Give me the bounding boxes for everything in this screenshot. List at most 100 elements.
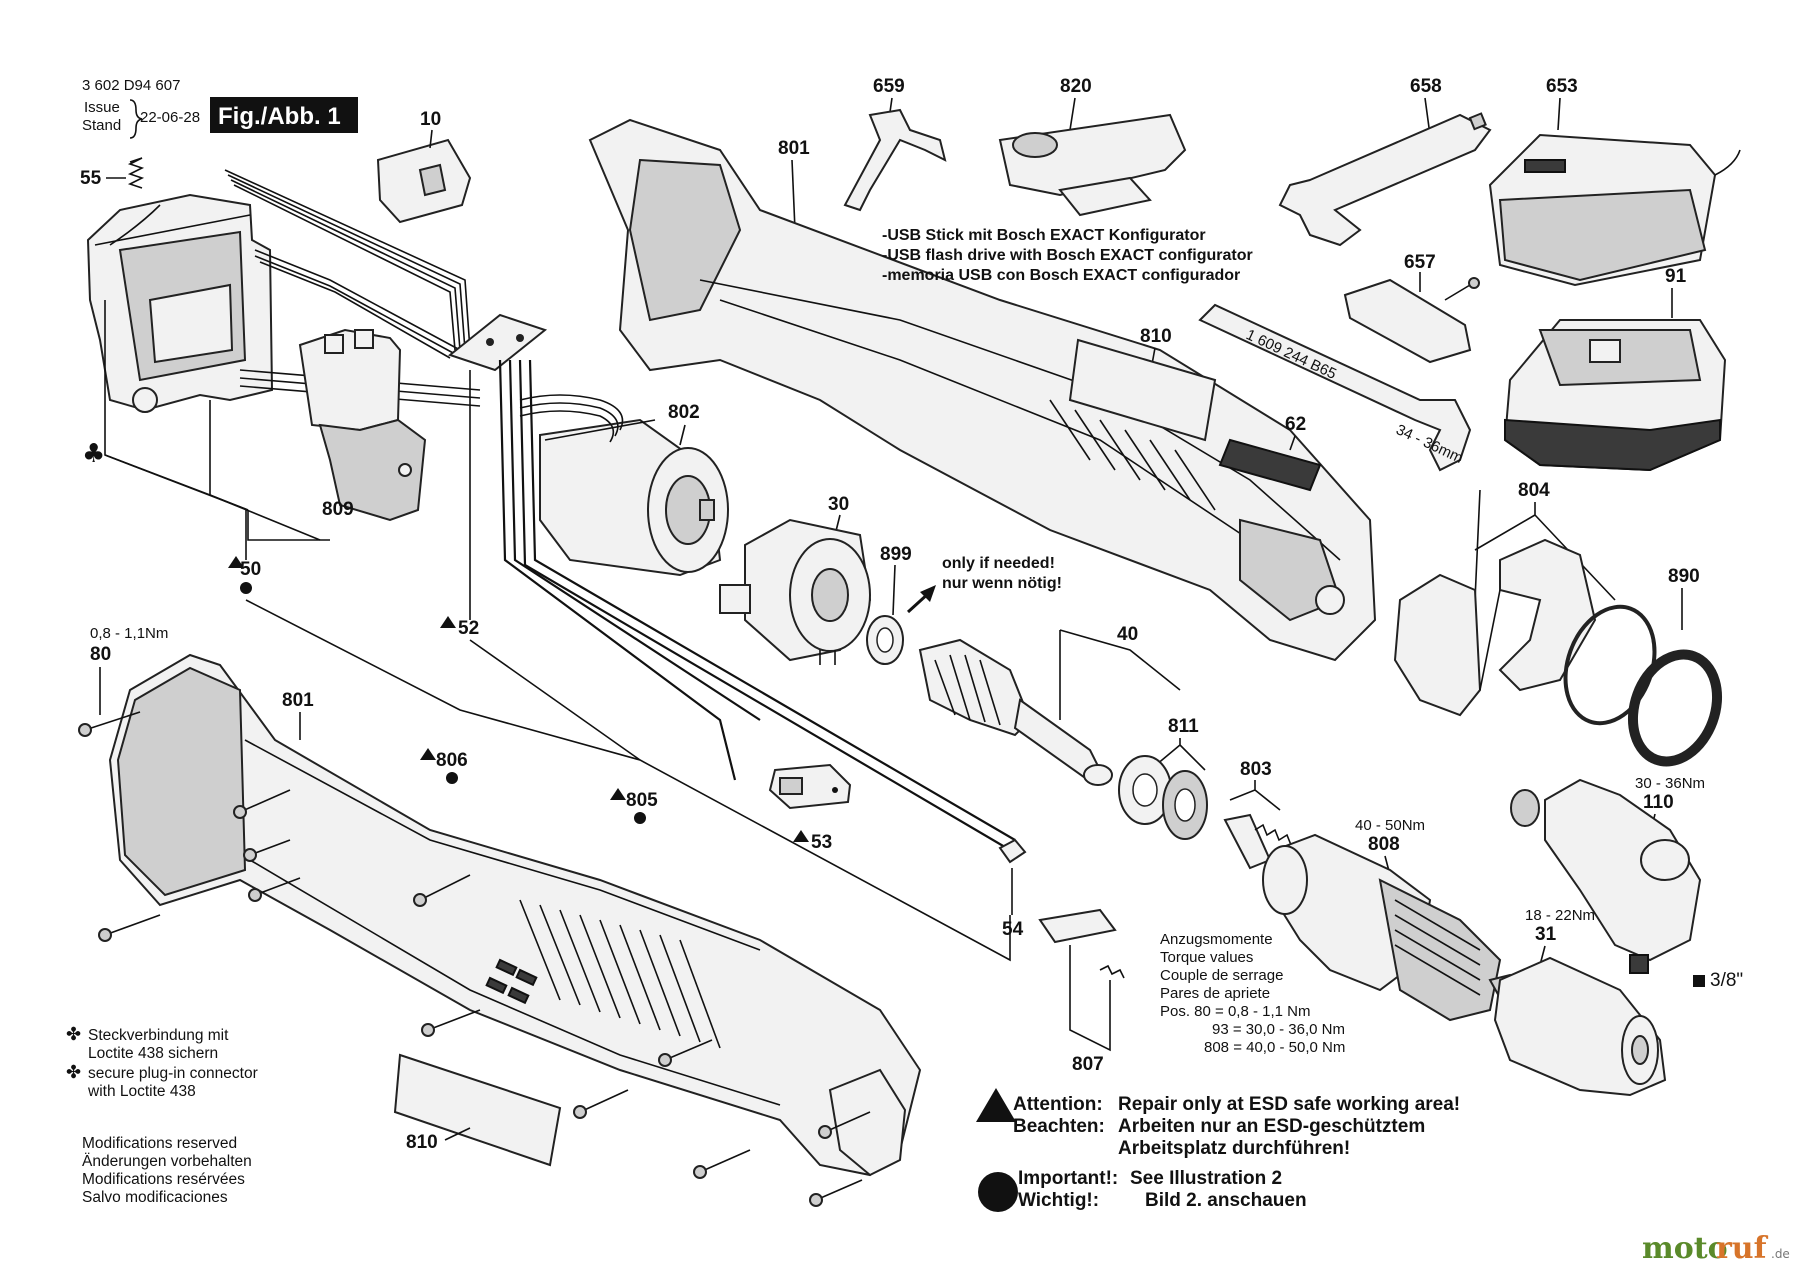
- part-label-55: 55: [80, 168, 102, 189]
- connector-board: [447, 313, 548, 372]
- modifications-en: Modifications reserved: [82, 1135, 237, 1152]
- sensor-wires: [498, 359, 1016, 851]
- part-62: [1218, 438, 1322, 492]
- motor-wires: [519, 394, 624, 443]
- angle-head-110: [1510, 778, 1702, 974]
- part-label-657: 657: [1404, 252, 1436, 273]
- triangle-806: [420, 748, 436, 760]
- part-label-809: 809: [322, 499, 354, 520]
- plug-54: [998, 838, 1027, 864]
- gear-30: [719, 518, 872, 665]
- attention-label: Attention:: [1013, 1094, 1103, 1115]
- part-label-811: 811: [1168, 716, 1199, 737]
- modifications-es: Salvo modificaciones: [82, 1189, 228, 1206]
- loctite-en-1: secure plug-in connector: [88, 1065, 258, 1082]
- ring-890: [1627, 649, 1723, 767]
- battery-91: [1503, 319, 1727, 472]
- club-note-icon-1: ✤: [66, 1024, 81, 1045]
- only-if-needed-line2: nur wenn nötig!: [942, 575, 1062, 592]
- square-drive-size: 3/8": [1710, 970, 1743, 991]
- key-657: [1343, 277, 1480, 364]
- screws: [78, 711, 871, 1207]
- part-label-804: 804: [1518, 480, 1550, 501]
- spanner-b65: [1198, 303, 1472, 472]
- modifications-fr: Modifications resérvées: [82, 1171, 245, 1188]
- usb-note-line2: -USB flash drive with Bosch EXACT config…: [882, 247, 1253, 264]
- part-label-890: 890: [1668, 566, 1700, 587]
- only-if-needed-line1: only if needed!: [942, 555, 1055, 572]
- issue-brace: [129, 99, 143, 139]
- usb-note-line1: -USB Stick mit Bosch EXACT Konfigurator: [882, 227, 1206, 244]
- part-label-658: 658: [1410, 76, 1442, 97]
- triangle-53: [793, 830, 809, 842]
- modifications-de: Änderungen vorbehalten: [82, 1153, 252, 1170]
- fig-label: Fig./Abb. 1: [218, 103, 341, 130]
- torque-table-row1: Pos. 80 = 0,8 - 1,1 Nm: [1160, 1003, 1311, 1020]
- part-31: [1493, 956, 1667, 1097]
- part-label-80: 80: [90, 644, 111, 665]
- beachten-text-1: Arbeiten nur an ESD-geschütztem: [1118, 1116, 1425, 1137]
- motor-802: [539, 418, 729, 577]
- label-810-bottom: [393, 1053, 562, 1167]
- part-label-54: 54: [1002, 919, 1024, 940]
- logo-part1: moto: [1642, 1231, 1728, 1266]
- part-label-53: 53: [811, 832, 832, 853]
- important-text: See Illustration 2: [1130, 1168, 1282, 1189]
- part-label-808: 808: [1368, 834, 1400, 855]
- clutch-808: [1262, 833, 1522, 1022]
- wichtig-text: Bild 2. anschauen: [1145, 1190, 1307, 1211]
- triangle-805: [610, 788, 626, 800]
- charger-653: [1488, 133, 1741, 287]
- loctite-de-1: Steckverbindung mit: [88, 1027, 229, 1044]
- part-label-10: 10: [420, 109, 441, 130]
- issue-label: Issue: [84, 99, 120, 116]
- part-10: [376, 138, 472, 224]
- dot-50: [240, 582, 252, 594]
- loctite-de-2: Loctite 438 sichern: [88, 1045, 218, 1062]
- spanner-part-number: 1 609 244 B65: [1243, 326, 1339, 383]
- logo-part2: ruf: [1716, 1231, 1769, 1266]
- warning-triangle-icon: [976, 1088, 1016, 1122]
- part-label-91: 91: [1665, 266, 1687, 287]
- triangle-50: [228, 556, 244, 568]
- spring-55: [127, 157, 145, 189]
- part-label-30: 30: [828, 494, 849, 515]
- label-810-top: [1068, 338, 1217, 442]
- torque-table-line4: Pares de apriete: [1160, 985, 1270, 1002]
- assembled-tool-801: [108, 653, 922, 1177]
- part-label-810b: 810: [406, 1132, 438, 1153]
- part-label-820: 820: [1060, 76, 1092, 97]
- part-label-62: 62: [1285, 414, 1306, 435]
- club-note-icon-2: ✤: [66, 1062, 81, 1083]
- part-label-805: 805: [626, 790, 658, 811]
- important-label: Important!:: [1018, 1168, 1118, 1189]
- shaft-40: [918, 638, 1113, 786]
- doc-number: 3 602 D94 607: [82, 77, 180, 94]
- fig-label-box: [210, 97, 358, 133]
- washer-899: [866, 615, 904, 665]
- clip-659: [843, 108, 947, 212]
- torque-label-31: 18 - 22Nm: [1525, 907, 1595, 924]
- wrench-658: [1278, 112, 1492, 247]
- loctite-en-2: with Loctite 438: [87, 1083, 196, 1100]
- part-label-110: 110: [1643, 792, 1674, 813]
- part-label-810a: 810: [1140, 326, 1172, 347]
- part-label-50: 50: [240, 559, 261, 580]
- torque-table-line3: Couple de serrage: [1160, 967, 1283, 984]
- torque-table-row3: 808 = 40,0 - 50,0 Nm: [1204, 1039, 1345, 1056]
- beachten-text-2: Arbeitsplatz durchführen!: [1118, 1138, 1350, 1159]
- part-label-31: 31: [1535, 924, 1557, 945]
- torque-label-80: 0,8 - 1,1Nm: [90, 625, 168, 642]
- torque-table-row2: 93 = 30,0 - 36,0 Nm: [1212, 1021, 1345, 1038]
- ring-811: [1118, 755, 1208, 840]
- part-label-801a: 801: [778, 138, 810, 159]
- beachten-label: Beachten:: [1013, 1116, 1105, 1137]
- dot-805: [634, 812, 646, 824]
- switch-housing: [86, 193, 274, 413]
- part-label-807: 807: [1072, 1054, 1104, 1075]
- torque-table-line2: Torque values: [1160, 949, 1253, 966]
- torque-label-110: 30 - 36Nm: [1635, 775, 1705, 792]
- part-807: [1038, 908, 1125, 979]
- part-label-899: 899: [880, 544, 912, 565]
